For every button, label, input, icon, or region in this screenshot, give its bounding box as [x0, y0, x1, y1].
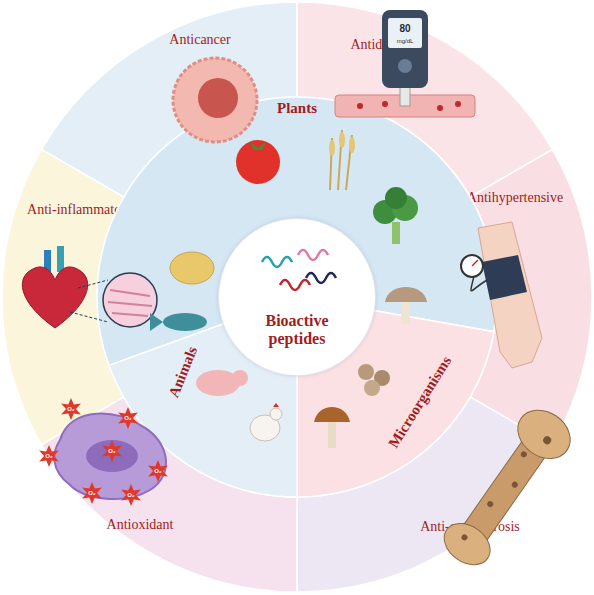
broccoli-floret	[385, 187, 407, 209]
peptide-chain	[306, 273, 336, 283]
blood-cell	[455, 101, 461, 107]
blood-vessel	[335, 95, 475, 117]
node-label: Plants	[277, 100, 317, 117]
gauge-needle	[472, 260, 478, 266]
glucometer-body	[382, 10, 428, 88]
blood-cell	[437, 105, 443, 111]
ros-star	[121, 484, 141, 506]
ros-label: O₂	[124, 415, 131, 421]
heart-vessel	[44, 250, 51, 272]
chicken-head	[270, 408, 282, 420]
node-label: Anti-osteoporosis	[420, 519, 520, 534]
peptide-chain	[280, 280, 310, 290]
bone-pore	[542, 435, 553, 446]
node-label: Anticancer	[169, 32, 230, 47]
chicken-comb	[273, 403, 279, 407]
chicken-body	[250, 415, 280, 441]
fish-tail	[150, 313, 163, 331]
tissue-fibers	[108, 290, 152, 316]
ros-label: O₂	[108, 448, 115, 454]
cell-nucleus	[198, 78, 238, 118]
arm-shape	[478, 222, 542, 368]
ros-label: O₂	[154, 468, 161, 474]
ros-star	[61, 398, 81, 420]
peptide-chain	[298, 250, 328, 260]
test-strip	[400, 84, 410, 106]
microbe-cell	[374, 370, 390, 386]
macrophage-nucleus	[86, 440, 138, 472]
ros-star	[118, 407, 138, 429]
zoom-circle	[103, 273, 157, 327]
rice-grain	[339, 132, 345, 148]
glucometer-screen	[388, 18, 422, 48]
ros-label: O₂	[67, 406, 74, 412]
bone-pore	[460, 533, 468, 541]
bone-pore	[511, 480, 519, 488]
ros-star	[39, 445, 59, 467]
pig-body	[196, 370, 240, 396]
zoom-line	[70, 312, 108, 322]
mushroom-cap	[314, 407, 350, 422]
broccoli-floret	[392, 195, 418, 221]
bone-head	[508, 400, 579, 468]
broccoli-stem	[392, 222, 400, 244]
bone-pore	[486, 500, 494, 508]
fish-body	[163, 313, 207, 331]
node-label: Antioxidant	[107, 517, 174, 532]
tomato	[236, 140, 280, 184]
zoom-line	[78, 280, 108, 288]
broccoli-floret	[373, 200, 397, 224]
tomato-leaf	[250, 142, 266, 150]
glucose-unit: mg/dL	[397, 38, 414, 44]
mushroom-stem	[401, 300, 410, 324]
ros-label: O₂	[45, 453, 52, 459]
mushroom-stem	[328, 420, 336, 448]
cancer-cell	[173, 58, 257, 142]
node-label: Antidiabetic	[350, 37, 419, 52]
bone-illustration	[434, 400, 580, 575]
node-label: Bioactive peptides	[247, 312, 347, 347]
microbe-cell	[358, 364, 374, 380]
blood-cell	[357, 103, 363, 109]
peptide-chain	[262, 257, 292, 267]
ros-star	[82, 482, 102, 504]
potato	[170, 252, 214, 284]
heart-vessel	[57, 246, 64, 272]
ros-label: O₂	[127, 492, 134, 498]
rice-grain	[349, 137, 355, 153]
macrophage-cell	[54, 414, 166, 499]
node-label: Antihypertensive	[467, 190, 563, 205]
rice-grain	[329, 140, 335, 156]
bone-end	[436, 515, 498, 573]
mushroom-cap	[385, 287, 427, 302]
bone-shaft	[458, 431, 552, 549]
ros-star	[148, 460, 168, 482]
blood-cell	[382, 101, 388, 107]
bone-pore	[520, 450, 528, 458]
ros-label: O₂	[88, 490, 95, 496]
ros-star	[102, 440, 122, 462]
glucometer-button	[398, 59, 412, 73]
heart-shape	[22, 267, 87, 328]
center-circle: Bioactive peptides	[219, 219, 375, 375]
bp-cuff	[482, 255, 527, 300]
rice-stalk	[330, 130, 352, 190]
glucose-value: 80	[399, 24, 410, 34]
microbe-cell	[364, 380, 380, 396]
bp-gauge	[461, 255, 483, 277]
bp-hose	[471, 276, 487, 291]
pig-head	[232, 370, 248, 386]
